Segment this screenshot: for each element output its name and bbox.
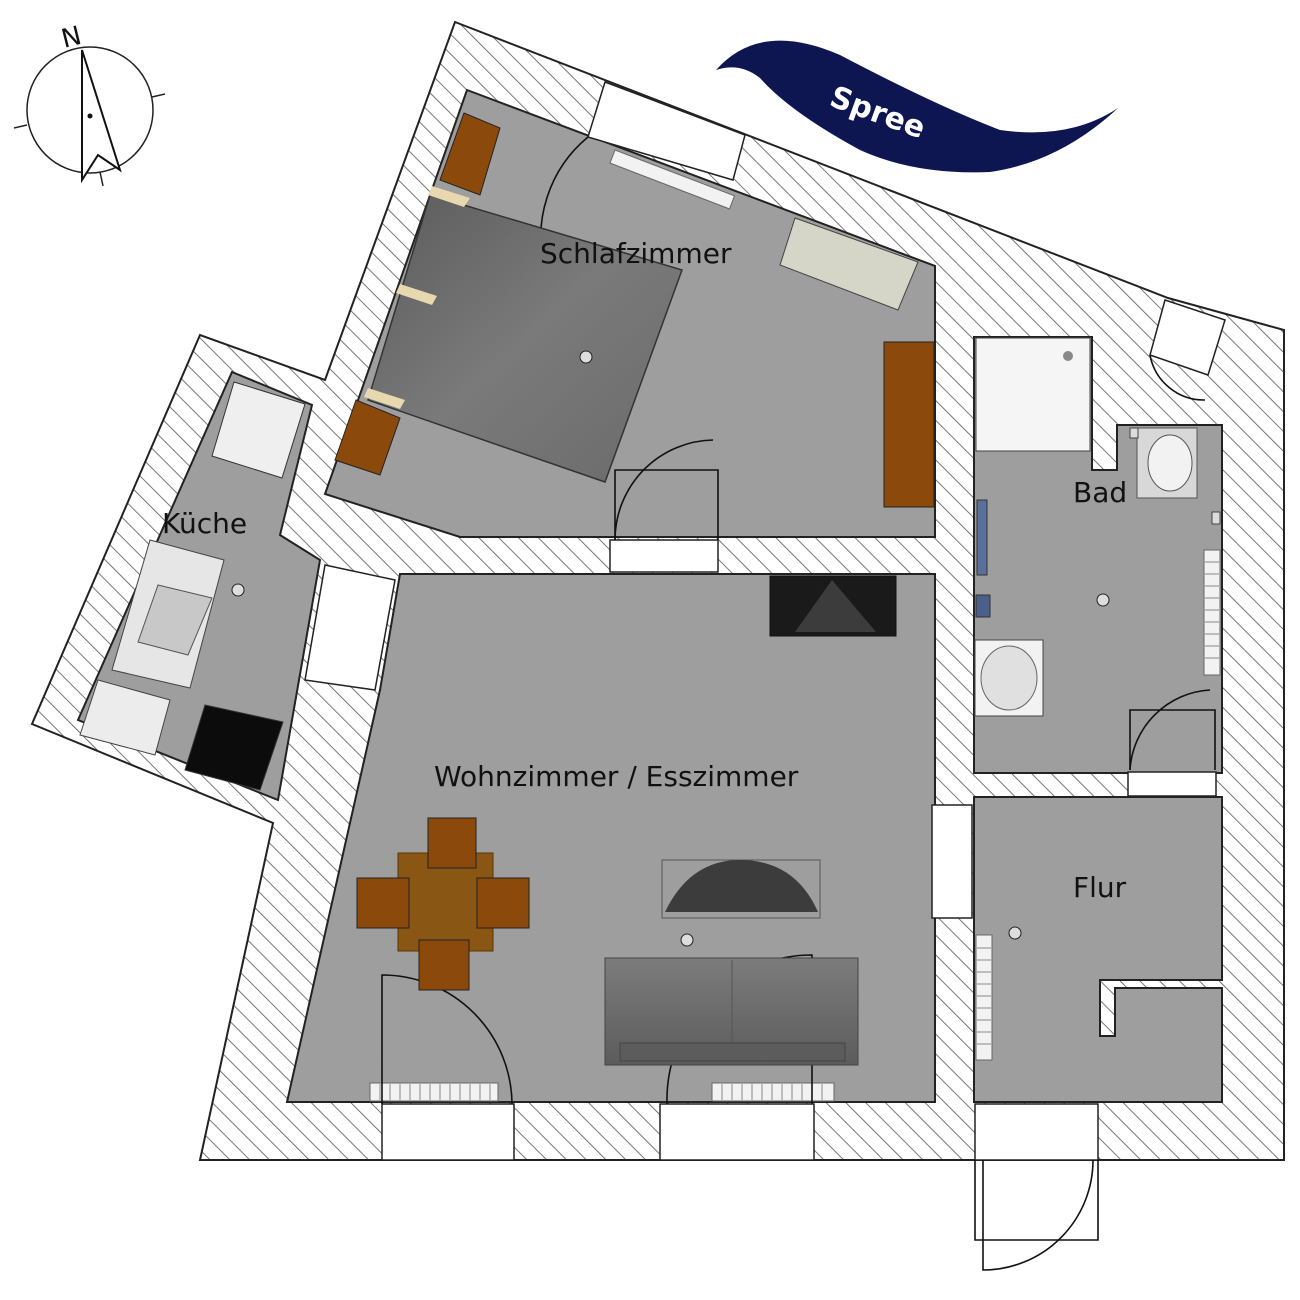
- rug: [665, 860, 818, 912]
- radiator-wohnzimmer-right: [711, 1082, 835, 1102]
- schlafzimmer-furniture: [334, 112, 935, 508]
- shower: [975, 337, 1091, 452]
- kueche-furniture: [79, 381, 306, 791]
- ceiling-light-wohnzimmer: [680, 933, 694, 947]
- door-swing-entrance: [974, 1160, 1099, 1241]
- pillow-2: [396, 284, 437, 305]
- window-wohnzimmer-left: [381, 1103, 515, 1161]
- flur-fixtures: [1008, 926, 1022, 940]
- radiators: [369, 149, 1221, 1102]
- window-wohnzimmer-right: [659, 1103, 815, 1161]
- compass-icon: N: [13, 21, 166, 187]
- ceiling-light-schlafzimmer: [579, 350, 593, 364]
- ceiling-light-bad: [1096, 593, 1110, 607]
- flur-floor: [973, 796, 1223, 1103]
- label-schlafzimmer: Schlafzimmer: [540, 237, 732, 270]
- chair-bottom: [418, 939, 470, 991]
- radiator-bad: [1203, 549, 1221, 676]
- openings: [304, 81, 1226, 1161]
- river-shape: [716, 40, 1118, 173]
- door-gap-schlafzimmer: [609, 539, 719, 573]
- door-swing-wohnzimmer-left: [381, 974, 513, 1105]
- door-swing-bad-window: [1149, 354, 1206, 401]
- chair-left: [356, 877, 410, 929]
- sink-basin: [137, 584, 213, 656]
- dresser: [779, 217, 919, 311]
- door-gap-bad: [1127, 771, 1217, 797]
- wohnzimmer-furniture: [356, 575, 897, 1066]
- door-swing-bad: [1129, 709, 1216, 770]
- fireplace-inner: [795, 580, 876, 632]
- bad-fixtures: [974, 337, 1221, 717]
- entrance-gap: [974, 1103, 1099, 1161]
- towel-rail: [976, 499, 988, 576]
- chair-right: [476, 877, 530, 929]
- nightstand-bottom: [334, 399, 401, 476]
- counter-drawer: [79, 679, 171, 756]
- soap-dish: [975, 594, 991, 618]
- door-gap-wohnzimmer-bad: [931, 804, 973, 919]
- ceiling-light-kueche: [231, 583, 245, 597]
- nightstand-top: [439, 112, 501, 196]
- label-wohnzimmer: Wohnzimmer / Esszimmer: [434, 760, 799, 793]
- fridge: [211, 381, 306, 479]
- door-swings: [381, 136, 1216, 1271]
- wardrobe: [883, 341, 935, 508]
- radiator-schlafzimmer: [609, 149, 736, 210]
- stove: [184, 704, 284, 791]
- pillow-3: [364, 388, 405, 409]
- room-labels: Schlafzimmer Küche Wohnzimmer / Esszimme…: [162, 237, 1127, 904]
- label-bad: Bad: [1073, 476, 1127, 509]
- label-kueche: Küche: [162, 507, 247, 540]
- ceiling-light-flur: [1008, 926, 1022, 940]
- door-gap-kueche: [304, 564, 396, 691]
- rug-frame: [661, 859, 821, 919]
- pillow-1: [428, 186, 470, 207]
- chair-top: [427, 817, 477, 869]
- door-swing-schlafzimmer: [614, 469, 719, 540]
- radiator-flur: [975, 934, 993, 1061]
- compass-north-label: N: [58, 21, 84, 55]
- label-flur: Flur: [1073, 871, 1127, 904]
- window-schlafzimmer: [587, 81, 746, 181]
- window-bad: [1149, 299, 1226, 376]
- bed: [367, 194, 683, 483]
- radiator-wohnzimmer-left: [369, 1082, 499, 1102]
- compass-needle: [81, 49, 122, 184]
- toilet: [1147, 434, 1193, 492]
